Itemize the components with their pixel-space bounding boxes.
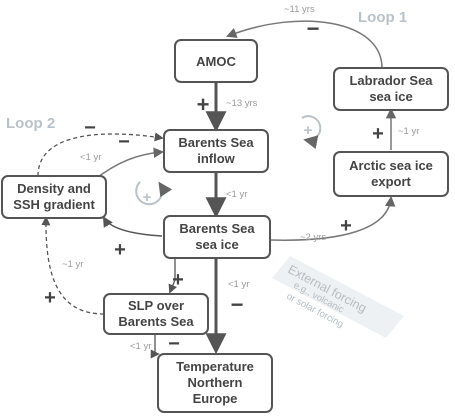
- node-temperature-line1: Temperature: [176, 359, 254, 374]
- node-density: Density and SSH gradient: [1, 175, 107, 219]
- loop1-circle-sign: +: [304, 122, 313, 139]
- lag-amoc-inflow: ~13 yrs: [226, 98, 258, 109]
- node-inflow-line1: Barents Sea: [178, 135, 254, 150]
- arrow-seaice-to-slp: [168, 258, 177, 294]
- node-seaice: Barents Sea sea ice: [163, 215, 271, 259]
- node-arctic-line2: export: [371, 174, 411, 189]
- node-density-line1: Density and: [17, 181, 91, 196]
- lag-seaice-arctic: ~2 yrs: [300, 232, 326, 243]
- loop1-label: Loop 1: [358, 9, 407, 26]
- loop1-circle-icon: +: [301, 115, 322, 149]
- arrow-density-to-inflow-solid: [93, 147, 165, 181]
- sign-slp-temp: −: [168, 333, 180, 355]
- node-inflow: Barents Sea inflow: [163, 129, 269, 173]
- node-labrador-line2: sea ice: [369, 89, 412, 104]
- arrow-seaice-to-arctic: [269, 195, 396, 241]
- lag-arctic-labrador: ~1 yr: [398, 126, 419, 137]
- node-slp-line2: Barents Sea: [118, 314, 194, 329]
- node-temperature: Temperature Northern Europe: [157, 353, 273, 413]
- sign-seaice-temp: −: [231, 292, 244, 317]
- arrow-seaice-to-density: [102, 216, 163, 237]
- loop2-circle-icon: +: [135, 181, 173, 206]
- node-seaice-line1: Barents Sea: [179, 221, 255, 236]
- sign-density-inflow-dashed: −: [84, 117, 96, 139]
- lag-labrador-amoc: ~11 yrs: [284, 4, 315, 15]
- node-slp-line1: SLP over: [128, 298, 184, 313]
- node-arctic: Arctic sea ice export: [333, 151, 449, 197]
- lag-slp-density: ~1 yr: [62, 259, 83, 270]
- loop2-label: Loop 2: [6, 115, 55, 132]
- arrow-slp-to-temperature: [150, 334, 160, 359]
- node-labrador-line1: Labrador Sea: [349, 73, 433, 88]
- node-slp: SLP over Barents Sea: [103, 293, 209, 335]
- lag-inflow-seaice: <1 yr: [226, 189, 247, 200]
- arrow-slp-to-density: [41, 216, 105, 315]
- sign-labrador-amoc: −: [307, 16, 320, 41]
- arrow-dashed-to-inflow: [37, 132, 164, 177]
- node-seaice-line2: sea ice: [195, 237, 238, 252]
- node-density-line2: SSH gradient: [13, 197, 95, 212]
- node-amoc: AMOC: [174, 39, 258, 83]
- external-forcing-band: External forcing e.g., volcanic or solar…: [272, 256, 404, 338]
- node-labrador: Labrador Sea sea ice: [333, 67, 449, 111]
- lag-slp-temp: <1 yr: [130, 341, 151, 352]
- sign-arctic-labrador: +: [372, 123, 384, 145]
- sign-seaice-density: +: [114, 239, 126, 261]
- arrow-labrador-to-amoc: [226, 20, 383, 69]
- sign-seaice-slp: +: [172, 269, 184, 291]
- node-temperature-line2: Northern: [188, 375, 243, 390]
- lag-seaice-temp: <1 yr: [228, 279, 249, 290]
- node-amoc-label: AMOC: [196, 54, 236, 69]
- node-arctic-line1: Arctic sea ice: [349, 158, 433, 173]
- sign-amoc-inflow: +: [197, 92, 210, 117]
- node-inflow-line2: inflow: [197, 151, 235, 166]
- loop2-circle-sign: +: [143, 189, 152, 206]
- lag-density-inflow: <1 yr: [80, 152, 101, 163]
- sign-density-inflow-solid: −: [118, 131, 130, 153]
- sign-slp-density: +: [44, 287, 56, 309]
- node-temperature-line3: Europe: [193, 391, 238, 406]
- sign-seaice-arctic: +: [340, 215, 352, 237]
